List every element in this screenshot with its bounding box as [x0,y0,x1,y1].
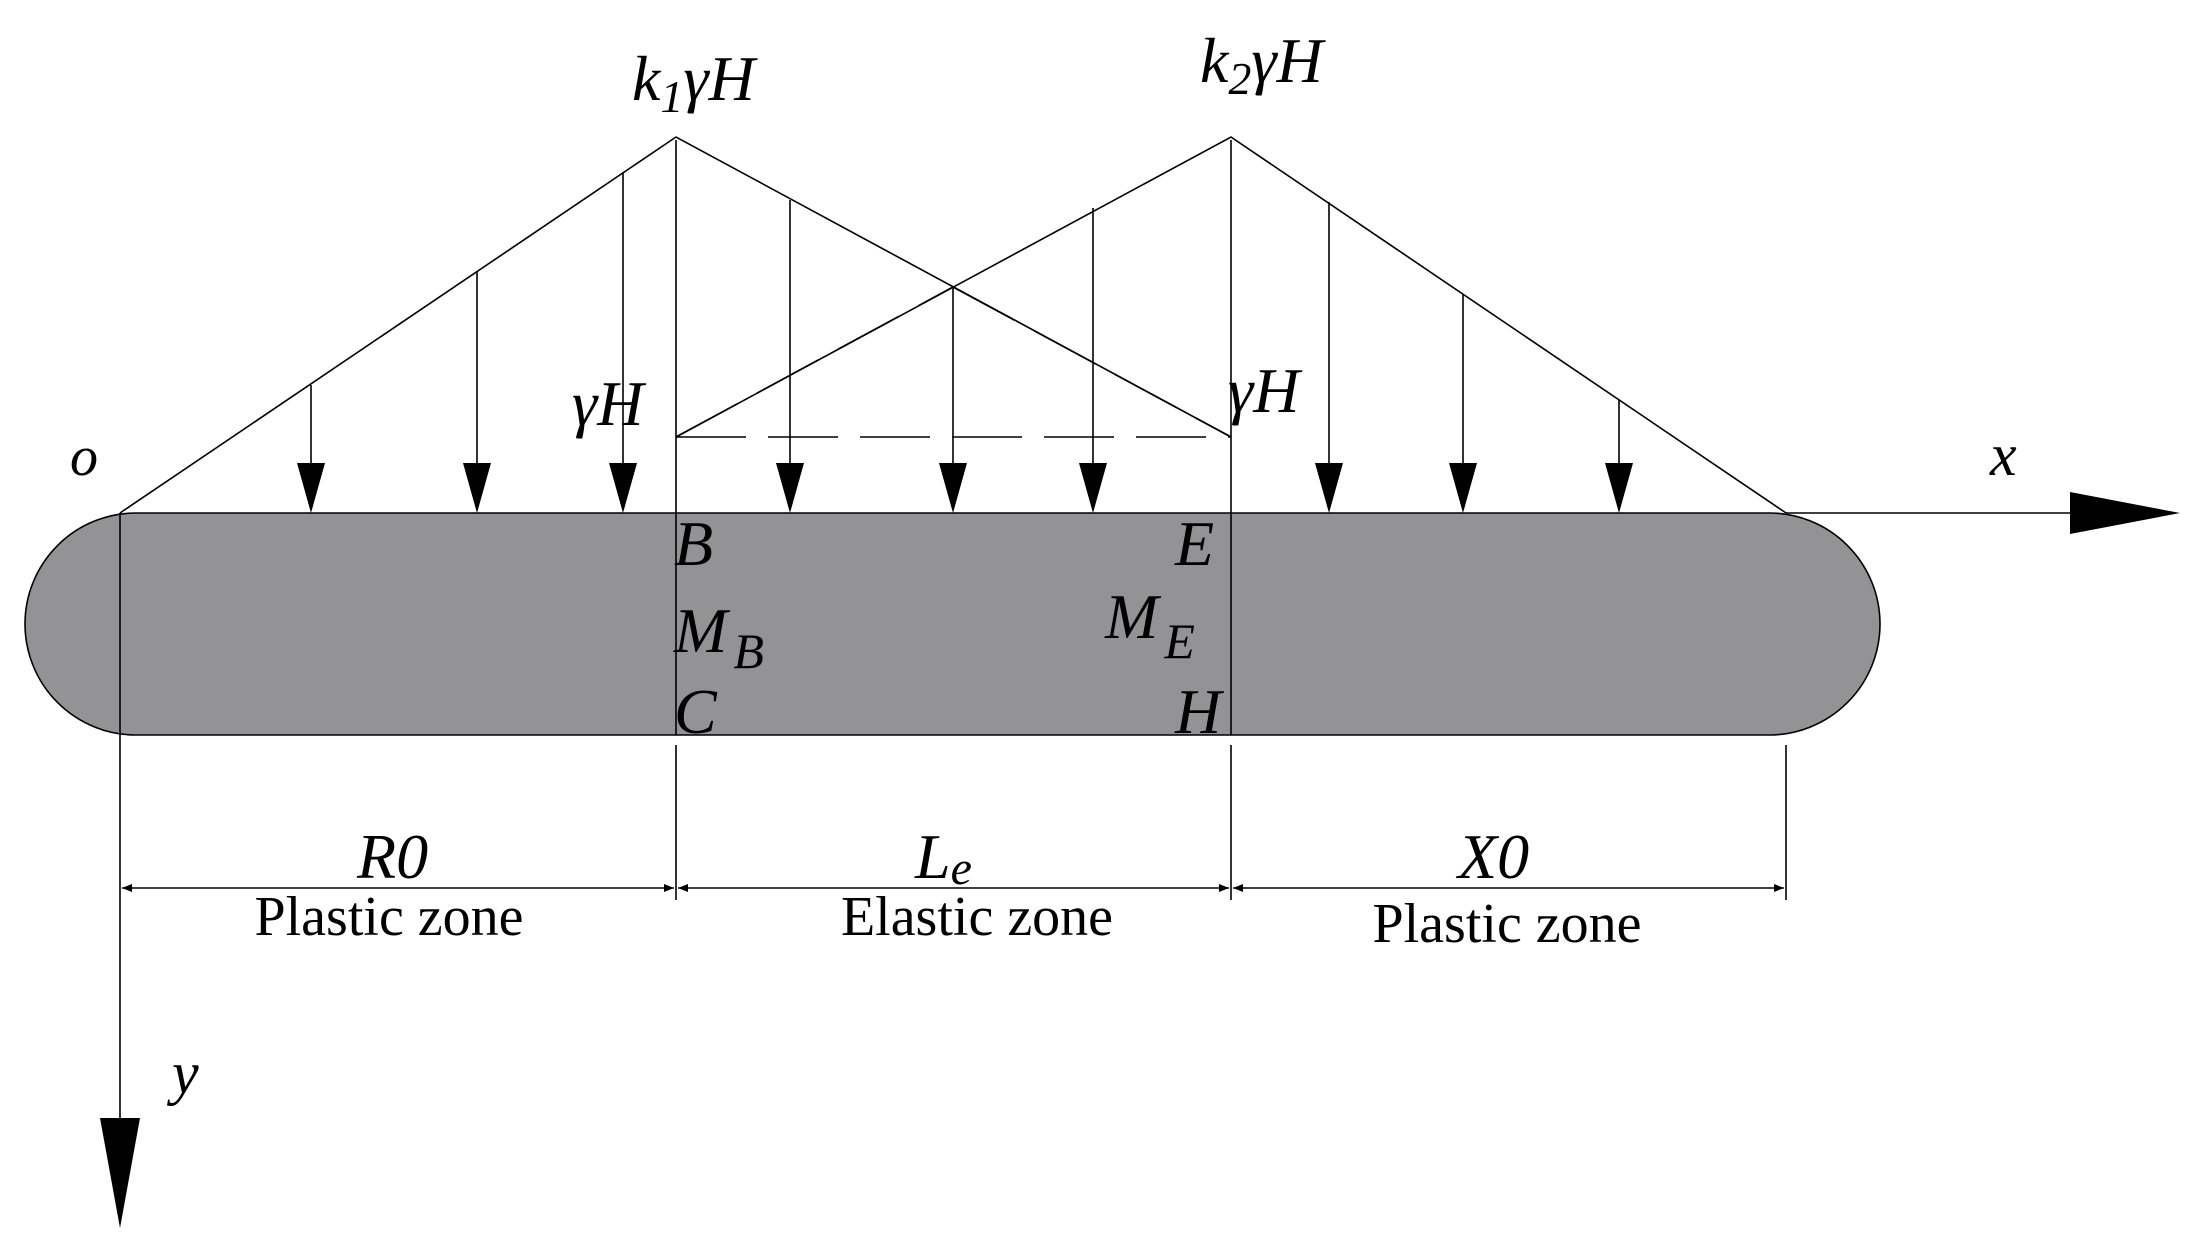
load-arrowhead [1315,463,1343,513]
zone-label-right: Plastic zone [1372,893,1641,955]
load-arrowhead [609,463,637,513]
zone-label-left: Plastic zone [254,886,523,948]
point-label-B: B [674,508,713,579]
point-label-E: E [1174,508,1214,579]
peak-label-right: k2γH [1200,25,1327,104]
base-load-label-left: γH [572,368,647,439]
load-arrowhead [1079,463,1107,513]
load-arrowhead [463,463,491,513]
point-label-H: H [1174,676,1225,747]
dim-symbol-Le: Le [914,821,972,895]
point-label-C: C [674,676,718,747]
dim-symbol-R0: R0 [356,821,428,892]
load-arrowhead [939,463,967,513]
y-axis-arrowhead [100,1118,140,1228]
dashed-right-fall [952,286,1232,438]
origin-label: o [70,426,98,488]
load-arrowhead [1605,463,1633,513]
load-arrowhead [1449,463,1477,513]
load-arrowhead [297,463,325,513]
x-axis-label: x [1989,422,2017,488]
load-arrowhead [776,463,804,513]
base-load-label-right: γH [1228,355,1303,426]
beam-body [24,512,1881,736]
x-axis-arrowhead [2070,492,2180,534]
peak-label-left: k1γH [632,43,759,122]
dim-symbol-X0: X0 [1455,821,1529,892]
y-axis-label: y [166,1040,199,1106]
dashed-left-rise [675,286,954,438]
zone-label-middle: Elastic zone [841,886,1113,948]
load-arrows [297,172,1633,513]
